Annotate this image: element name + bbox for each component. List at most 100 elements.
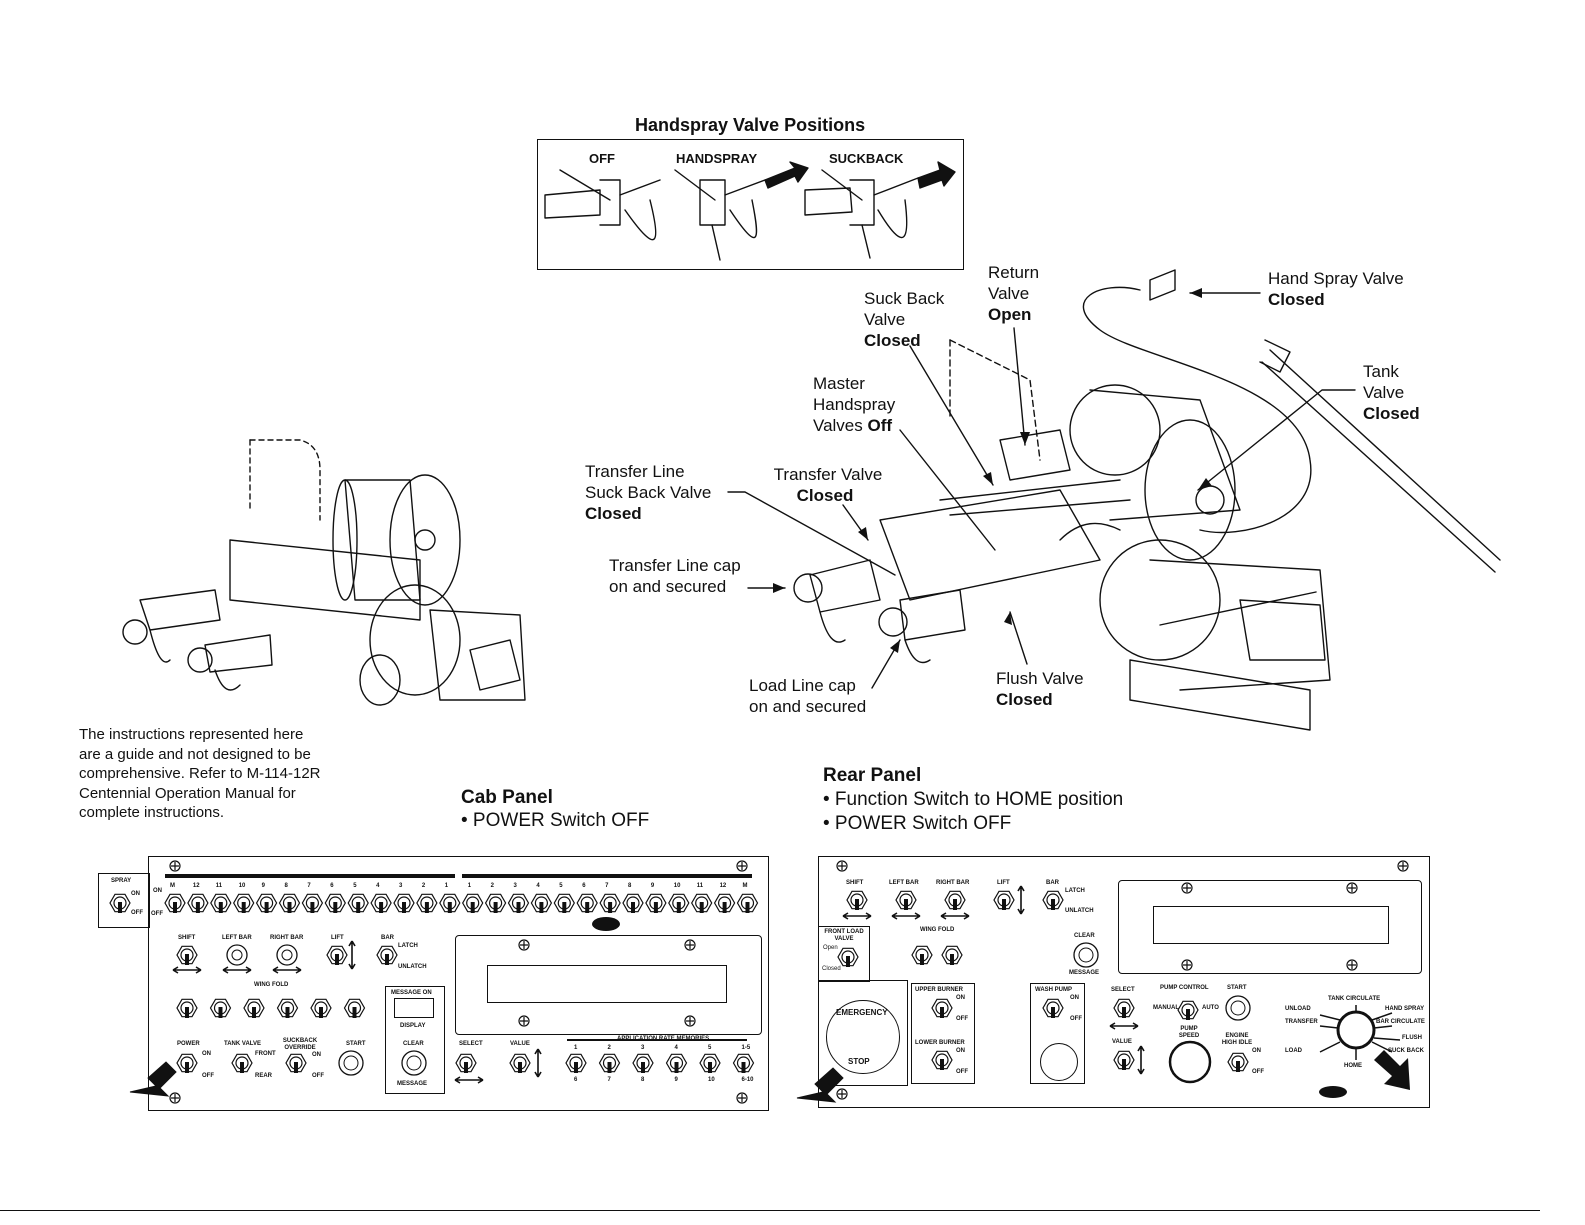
- rear-select-toggle[interactable]: [1113, 998, 1135, 1018]
- boom-section-toggle[interactable]: [439, 893, 461, 913]
- section-number: 3: [399, 883, 403, 889]
- pump-start-button[interactable]: [1225, 995, 1251, 1021]
- clear-message-button[interactable]: [401, 1050, 427, 1076]
- boom-section-toggle[interactable]: [187, 893, 209, 913]
- shift-arrow-icon: [172, 966, 202, 974]
- boom-section-toggle[interactable]: [301, 893, 324, 913]
- engine-high-idle-toggle[interactable]: [1227, 1052, 1249, 1072]
- emergency-label: EMERGENCY: [836, 1008, 888, 1017]
- rear-clear-label: CLEAR: [1074, 933, 1095, 939]
- rear-closed-label: Closed: [822, 966, 841, 972]
- rear-lift-toggle[interactable]: [993, 890, 1015, 910]
- pump-speed-knob[interactable]: [1168, 1040, 1212, 1084]
- value-toggle[interactable]: [509, 1053, 531, 1073]
- boom-section-toggle[interactable]: [713, 893, 736, 913]
- rear-left-bar-toggle[interactable]: [895, 890, 917, 910]
- screw-cross: [738, 862, 746, 870]
- wing-fold-toggle[interactable]: [176, 998, 198, 1018]
- function-switch-knob[interactable]: [1336, 1010, 1376, 1050]
- boom-section-toggle[interactable]: [347, 893, 369, 913]
- memory-number: 7: [607, 1077, 611, 1083]
- boom-section-toggle[interactable]: [233, 893, 255, 913]
- wash-pump-toggle[interactable]: [1042, 998, 1064, 1018]
- boom-section-toggle[interactable]: [370, 893, 392, 913]
- application-rate-toggle[interactable]: [598, 1053, 621, 1073]
- wash-pump-button[interactable]: [1040, 1043, 1078, 1081]
- boom-section-toggle[interactable]: [576, 893, 598, 913]
- application-rate-toggle[interactable]: [732, 1053, 755, 1073]
- callout-transfer-line-cap: Transfer Line cap on and secured: [609, 555, 741, 597]
- boom-section-toggle[interactable]: [507, 893, 530, 913]
- wing-fold-toggle[interactable]: [310, 998, 332, 1018]
- rear-panel-bullet-1: • Function Switch to HOME position: [823, 789, 1124, 810]
- select-toggle[interactable]: [455, 1053, 477, 1073]
- section-number: 4: [376, 883, 380, 889]
- boom-section-toggle[interactable]: [255, 893, 278, 913]
- boom-section-toggle[interactable]: [210, 893, 232, 913]
- upper-burner-on: ON: [956, 995, 965, 1001]
- callout-state: Closed: [1363, 404, 1420, 423]
- pump-control-toggle[interactable]: [1177, 1000, 1199, 1020]
- right-bar-button[interactable]: [276, 944, 298, 966]
- function-transfer: TRANSFER: [1285, 1019, 1318, 1025]
- rear-display-frame: [1118, 880, 1422, 974]
- rear-wing-fold-toggle[interactable]: [911, 945, 933, 965]
- bar-latch-toggle[interactable]: [376, 945, 398, 965]
- tank-valve-toggle[interactable]: [231, 1053, 253, 1073]
- shift-toggle[interactable]: [176, 945, 198, 965]
- emergency-stop-button[interactable]: [826, 1000, 900, 1074]
- wing-fold-toggle[interactable]: [243, 998, 265, 1018]
- application-rate-toggle[interactable]: [665, 1053, 688, 1073]
- application-rate-toggle[interactable]: [565, 1053, 587, 1073]
- cab-right-bar-label: RIGHT BAR: [270, 935, 304, 941]
- rear-burner-box: [911, 983, 975, 1084]
- wing-fold-toggle[interactable]: [343, 998, 366, 1018]
- boom-section-toggle[interactable]: [278, 893, 301, 913]
- boom-section-toggle[interactable]: [736, 893, 759, 913]
- rear-clear-message-button[interactable]: [1073, 942, 1099, 968]
- application-rate-toggle[interactable]: [632, 1053, 654, 1073]
- callout-state: Closed: [996, 690, 1053, 709]
- boom-section-toggle[interactable]: [324, 893, 346, 913]
- start-button[interactable]: [338, 1050, 364, 1076]
- callout-state: Off: [867, 416, 893, 435]
- boom-section-toggle[interactable]: [645, 893, 667, 913]
- application-rate-toggle[interactable]: [699, 1053, 721, 1073]
- screw-cross: [171, 1094, 179, 1102]
- boom-section-toggle[interactable]: [484, 893, 507, 913]
- rear-bar-latch-toggle[interactable]: [1042, 890, 1064, 910]
- callout-line: Transfer Line: [585, 462, 685, 481]
- boom-section-toggle[interactable]: [691, 893, 713, 913]
- upper-burner-toggle[interactable]: [931, 998, 953, 1018]
- section-number: 4: [536, 883, 540, 889]
- lower-burner-toggle[interactable]: [931, 1050, 953, 1070]
- boom-section-toggle[interactable]: [462, 893, 484, 913]
- section-number: 11: [696, 883, 704, 889]
- boom-section-toggle[interactable]: [599, 893, 621, 913]
- wing-fold-toggle[interactable]: [276, 998, 299, 1018]
- power-toggle[interactable]: [176, 1053, 198, 1073]
- boom-section-toggle[interactable]: [668, 893, 690, 913]
- boom-section-toggle[interactable]: [622, 893, 644, 913]
- memory-number: 1: [574, 1045, 578, 1051]
- boom-section-toggle[interactable]: [416, 893, 438, 913]
- suckback-override-toggle[interactable]: [285, 1053, 307, 1073]
- rear-right-bar-toggle[interactable]: [944, 890, 966, 910]
- rear-wing-fold-toggle[interactable]: [941, 945, 963, 965]
- app-rate-rule: [567, 1039, 747, 1041]
- lift-toggle[interactable]: [326, 945, 348, 965]
- wing-fold-toggle[interactable]: [209, 998, 232, 1018]
- left-bar-button[interactable]: [226, 944, 248, 966]
- boom-section-toggle[interactable]: [393, 893, 415, 913]
- wash-pump-label: WASH PUMP: [1035, 987, 1073, 993]
- spray-toggle[interactable]: [109, 893, 131, 913]
- rear-shift-toggle[interactable]: [846, 890, 868, 910]
- callout-master-handspray: Master Handspray Valves Off: [813, 373, 895, 436]
- rear-value-toggle[interactable]: [1113, 1050, 1135, 1070]
- note-line: comprehensive. Refer to M-114-12R: [79, 765, 321, 782]
- front-load-valve-toggle[interactable]: [837, 947, 859, 967]
- section-number: 12: [719, 883, 727, 889]
- boom-section-toggle[interactable]: [530, 893, 553, 913]
- boom-section-toggle[interactable]: [164, 893, 186, 913]
- boom-section-toggle[interactable]: [553, 893, 575, 913]
